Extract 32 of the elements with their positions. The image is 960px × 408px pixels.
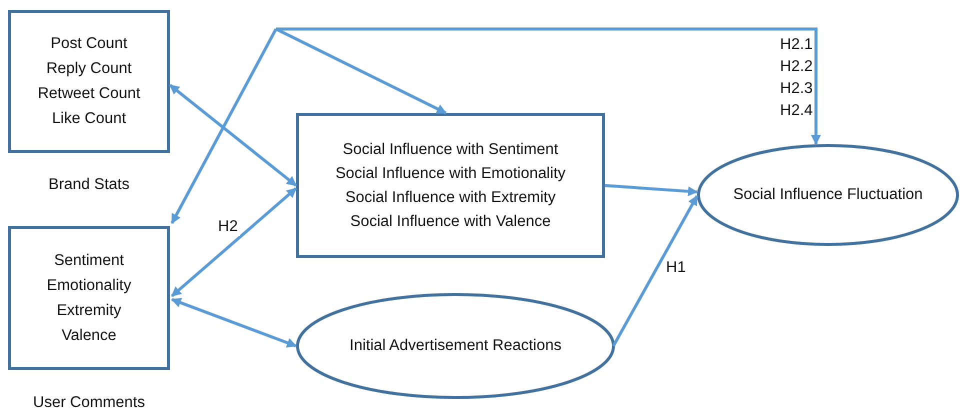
arrow <box>275 28 447 114</box>
arrow <box>276 28 821 145</box>
ellipse-node <box>697 144 959 246</box>
node-text: Social Influence with Valence <box>350 212 551 230</box>
node-text: Post Count <box>50 35 128 53</box>
node-text: Retweet Count <box>38 85 140 103</box>
node-text: Extremity <box>56 302 122 320</box>
ellipse-node <box>296 293 615 399</box>
node-text: Initial Advertisement Reactions <box>350 337 562 355</box>
hypothesis-label: H2.1 <box>780 35 813 55</box>
hypothesis-label: H2.4 <box>780 101 813 121</box>
node-text: Emotionality <box>46 276 132 294</box>
arrow <box>604 184 698 196</box>
edge-label: H2 <box>216 218 240 236</box>
node-text: Social Influence with Extremity <box>345 188 556 206</box>
box-caption: User Comments <box>33 394 145 408</box>
arrow <box>170 28 278 224</box>
arrow <box>170 187 297 298</box>
hypothesis-label: H2.2 <box>780 57 813 77</box>
box-caption: Brand Stats <box>48 176 130 194</box>
node-text: Valence <box>62 326 116 344</box>
node-text: Reply Count <box>46 60 132 78</box>
arrow <box>612 195 698 347</box>
node-text: Social Influence Fluctuation <box>733 186 923 204</box>
node-text: Social Influence with Emotionality <box>335 164 566 182</box>
node-text: Like Count <box>52 110 126 128</box>
node-text: Social Influence with Sentiment <box>342 140 558 158</box>
hypothesis-label: H2.3 <box>780 79 813 99</box>
variable-box <box>296 113 605 258</box>
arrow <box>171 298 297 348</box>
node-text: Sentiment <box>54 252 124 270</box>
arrow <box>169 84 297 187</box>
